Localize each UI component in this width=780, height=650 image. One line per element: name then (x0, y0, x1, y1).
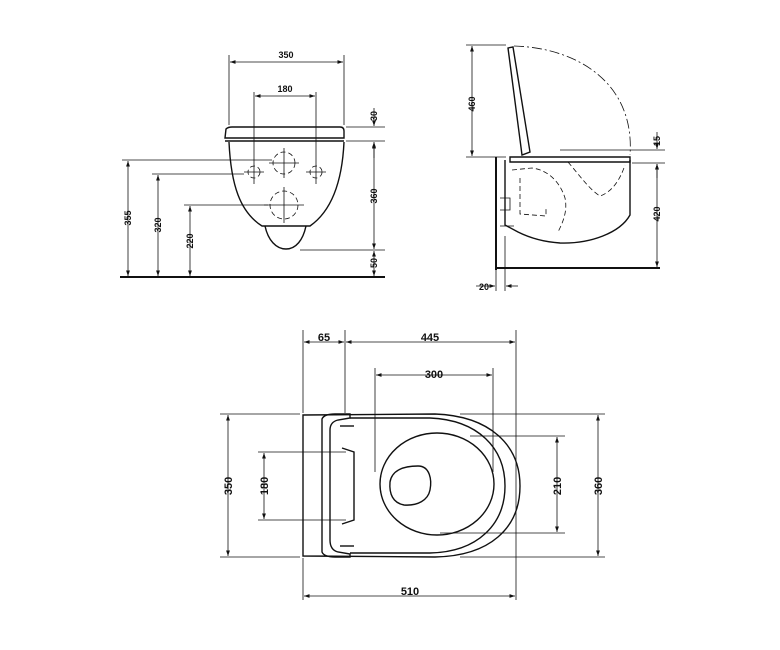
top-seat-ring (350, 417, 506, 554)
side-dim-20-label: 20 (479, 282, 489, 292)
top-dim-360-label: 360 (593, 477, 605, 495)
top-hinge (321, 413, 351, 558)
side-seat (509, 156, 631, 163)
side-lid (507, 46, 531, 156)
top-flush-hole (389, 465, 432, 506)
top-hinge-inner (341, 447, 355, 525)
side-dim-460-label: 460 (467, 96, 477, 111)
top-dim-180-label: 180 (259, 477, 271, 495)
front-dim-30-label: 30 (369, 111, 379, 121)
front-dim-355-label: 355 (123, 210, 133, 225)
top-body-outline (302, 413, 521, 558)
front-dim-360-label: 360 (369, 188, 379, 203)
top-bowl-opening (379, 432, 495, 536)
side-bowl (504, 160, 631, 244)
top-view: 65 445 300 350 180 210 360 510 (220, 330, 605, 600)
front-dim-350-label: 350 (278, 50, 293, 60)
front-outlet (264, 225, 307, 250)
front-seat (224, 126, 345, 139)
side-lid-swing-arc (513, 45, 631, 156)
front-view: 350 180 30 360 50 355 320 220 (120, 50, 385, 278)
top-dim-510-label: 510 (401, 586, 419, 598)
top-dim-300-label: 300 (425, 369, 443, 381)
side-connection (500, 197, 514, 227)
front-dim-320-label: 320 (153, 217, 163, 232)
side-view: 460 15 420 20 (466, 44, 665, 292)
side-dim-15-label: 15 (652, 136, 662, 146)
side-dim-420-label: 420 (652, 206, 662, 221)
side-inner-profile (511, 161, 626, 233)
front-dim-220-label: 220 (185, 233, 195, 248)
front-dim-180-label: 180 (277, 84, 292, 94)
top-dim-210-label: 210 (552, 477, 564, 495)
top-dim-445-label: 445 (421, 332, 439, 344)
front-bowl (228, 141, 345, 227)
front-dim-50-label: 50 (369, 258, 379, 268)
top-dim-65-label: 65 (318, 332, 330, 344)
top-dim-350-label: 350 (223, 477, 235, 495)
